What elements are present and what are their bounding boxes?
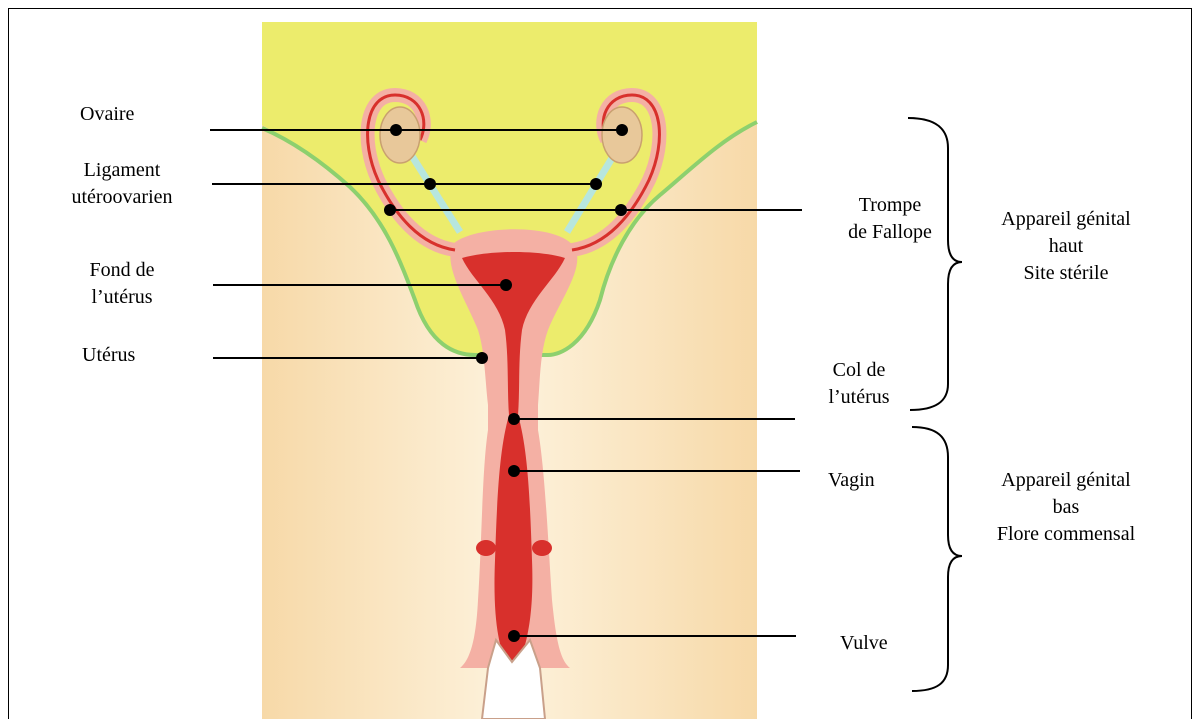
dot-vulva [508, 630, 520, 642]
dot-ligament-right [590, 178, 602, 190]
label-ovaire: Ovaire [80, 101, 134, 128]
label-col: Col de l’utérus [804, 357, 914, 411]
dot-tube-right [615, 204, 627, 216]
brace-lower [912, 427, 962, 691]
group-upper-label: Appareil génital haut Site stérile [966, 206, 1166, 287]
dot-cervix [508, 413, 520, 425]
label-trompe: Trompe de Fallope [832, 192, 948, 246]
label-ligament: Ligament utéroovarien [52, 157, 192, 211]
dot-tube-left [384, 204, 396, 216]
dot-vagina [508, 465, 520, 477]
ovary-left [380, 107, 420, 163]
dot-uterus [476, 352, 488, 364]
dot-ovary-right [616, 124, 628, 136]
brace-upper [908, 118, 962, 410]
illustration [262, 22, 757, 719]
dot-ligament-left [424, 178, 436, 190]
label-uterus: Utérus [82, 342, 135, 369]
group-lower-label: Appareil génital bas Flore commensal [966, 467, 1166, 548]
bulb-right [532, 540, 552, 556]
label-vagin: Vagin [828, 467, 875, 494]
label-vulve: Vulve [840, 630, 888, 657]
dot-fundus [500, 279, 512, 291]
label-fond: Fond de l’utérus [52, 257, 192, 311]
dot-ovary-left [390, 124, 402, 136]
bulb-left [476, 540, 496, 556]
